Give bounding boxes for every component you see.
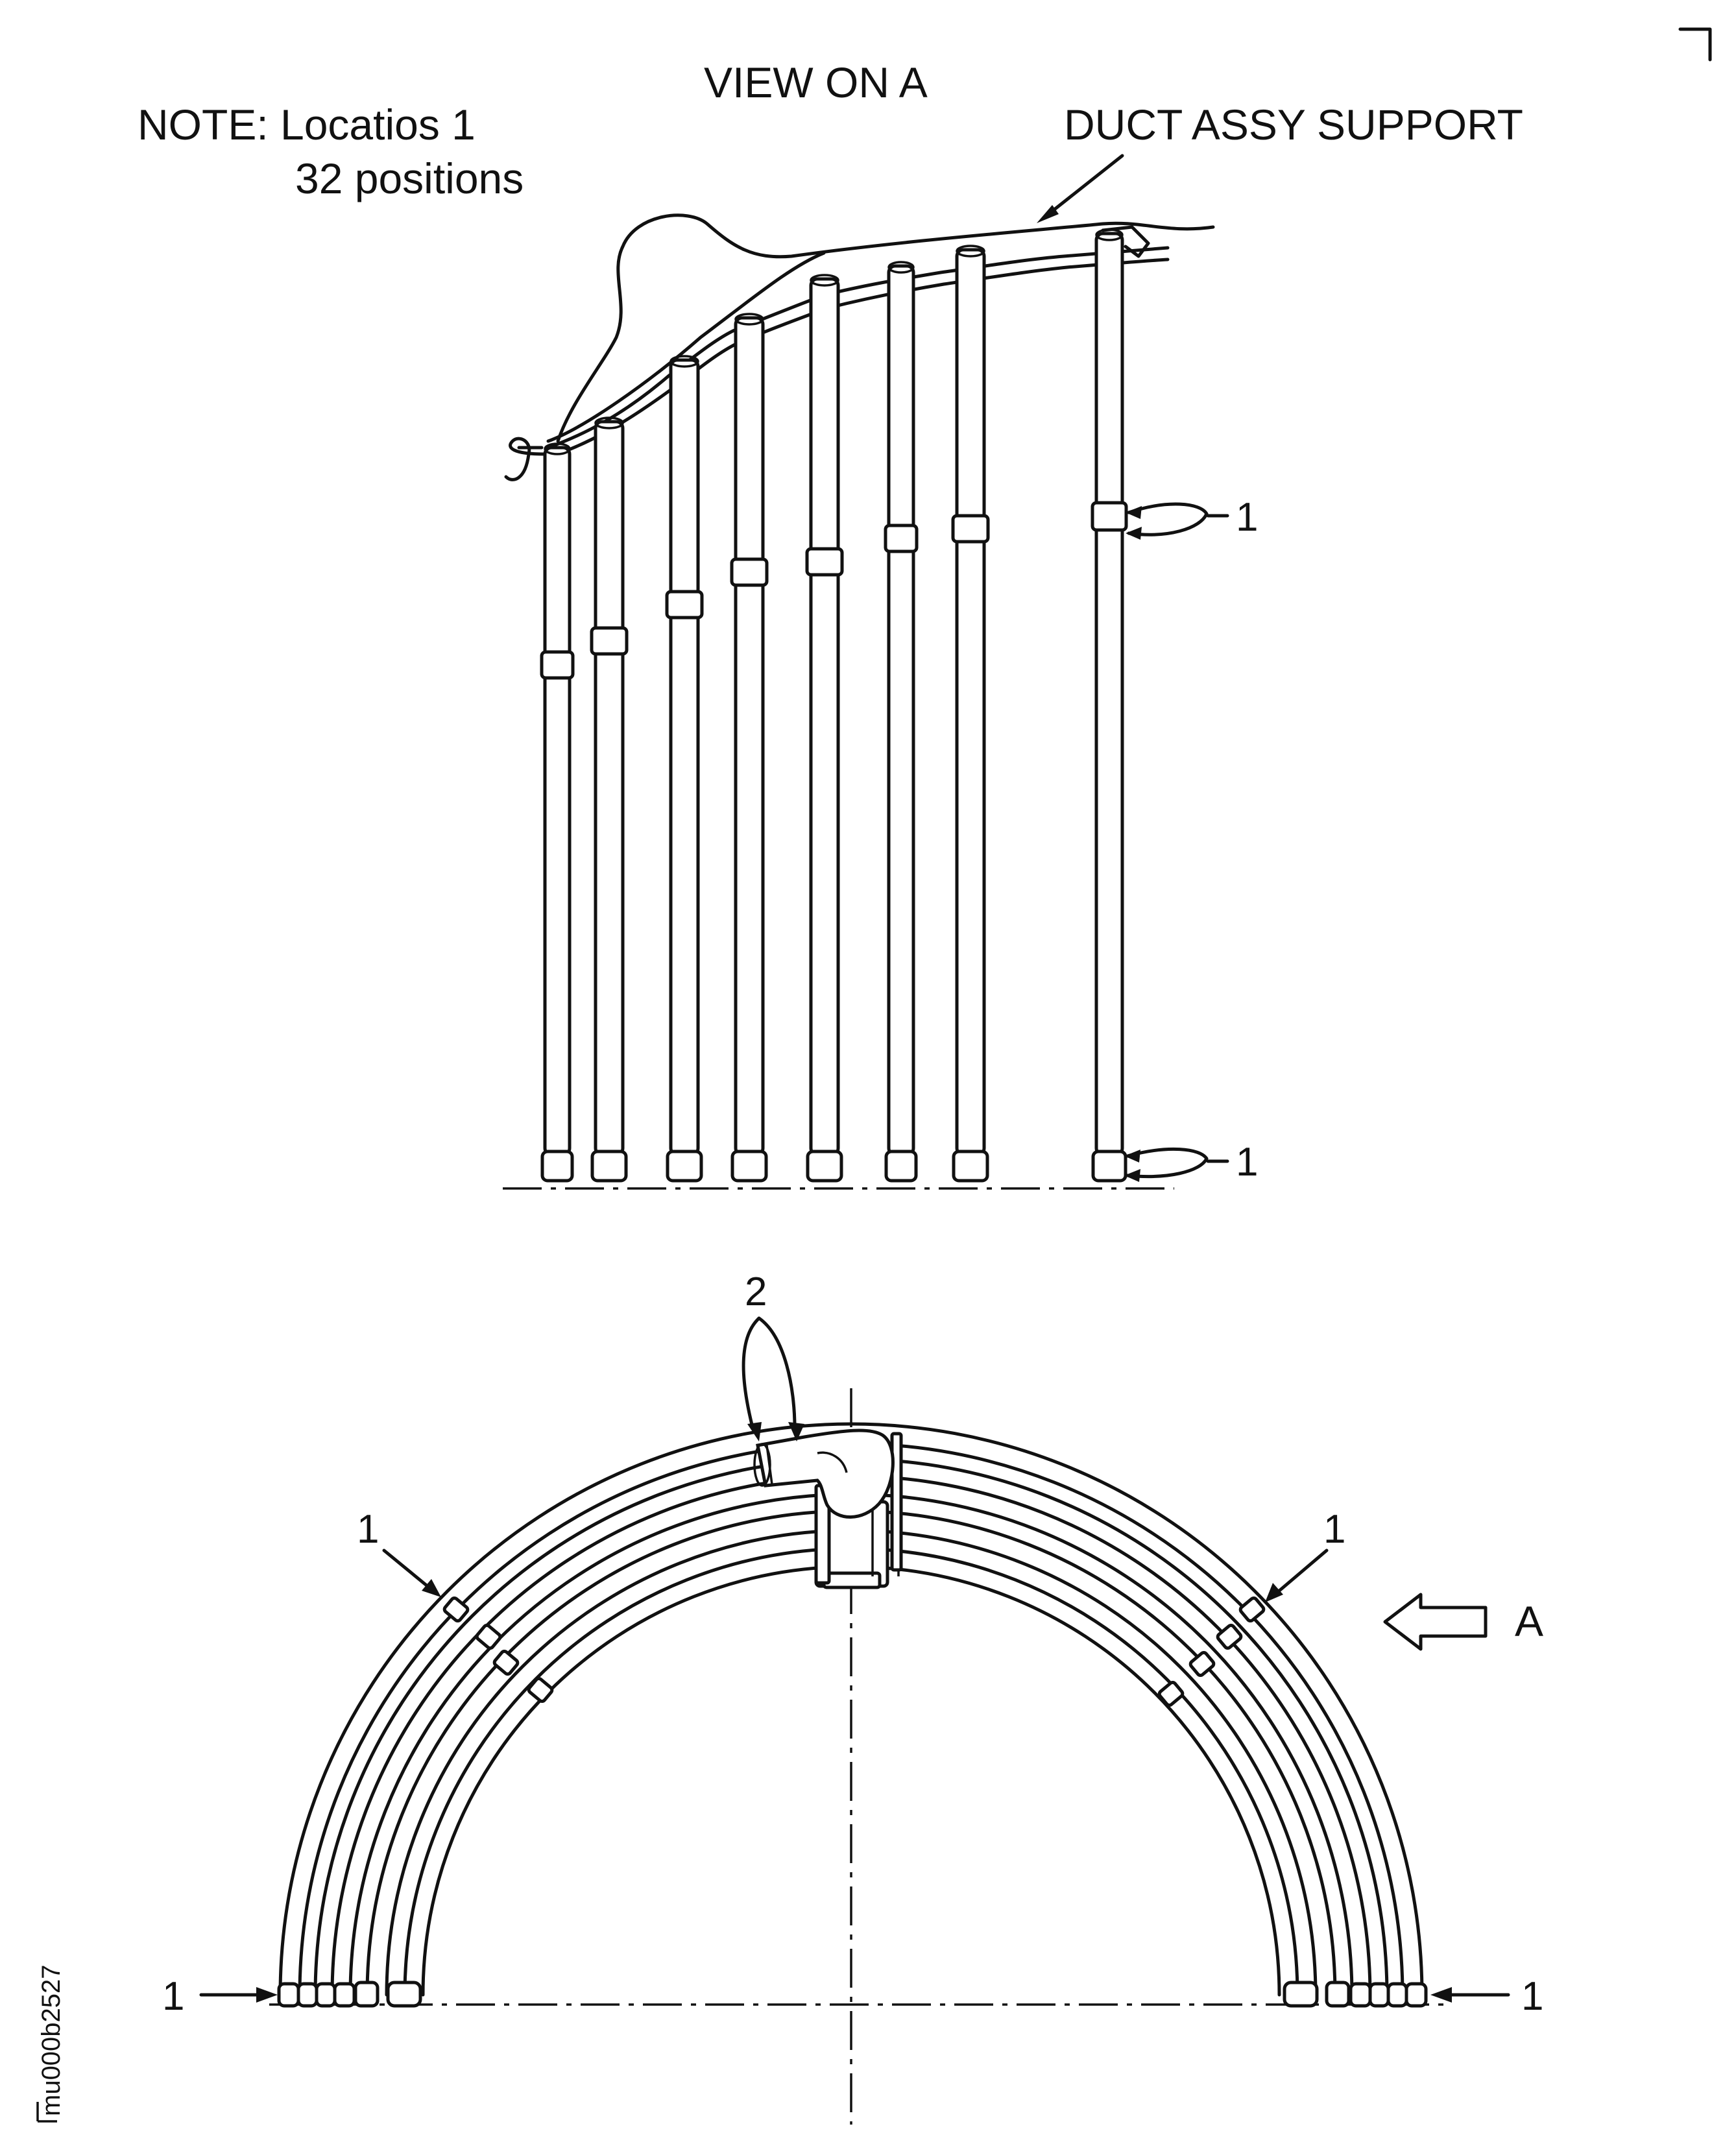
arc-right-end-caps xyxy=(1283,1981,1428,2008)
callout-upper-band: 1 xyxy=(1126,495,1258,540)
callout-label: 1 xyxy=(1236,1140,1258,1185)
elbow-fitting xyxy=(753,1428,895,1519)
drawing-code: mu000b2527 xyxy=(36,1964,66,2123)
duct-assy-support-label: DUCT ASSY SUPPORT xyxy=(1064,101,1523,149)
tube-2 xyxy=(590,416,629,1183)
note-line-2: 32 positions xyxy=(295,154,524,202)
duct-support-bracket xyxy=(556,213,1215,443)
view-arrow-letter: A xyxy=(1515,1597,1543,1645)
callout-label: 1 xyxy=(162,1974,184,2019)
leader-arrow-icon xyxy=(1037,205,1059,223)
callout-label: 1 xyxy=(1521,1974,1543,2019)
arc-right-clamps xyxy=(1157,1596,1266,1707)
callout-arc-left-end: 1 xyxy=(162,1974,278,2019)
tube-1 xyxy=(540,442,575,1183)
duct-support-leader xyxy=(1037,154,1124,223)
tube-7 xyxy=(951,245,990,1183)
tube-8 xyxy=(1091,228,1128,1183)
view-title: VIEW ON A xyxy=(704,58,928,106)
callout-label: 1 xyxy=(357,1507,379,1552)
callout-label: 1 xyxy=(1236,495,1258,540)
tube-4 xyxy=(730,313,769,1183)
callout-arc-right-band: 1 xyxy=(1265,1507,1345,1602)
arc-duct-view: 2 1 1 1 1 xyxy=(162,1270,1543,2125)
callout-arc-right-end: 1 xyxy=(1430,1974,1543,2019)
callout-elbow: 2 xyxy=(741,1270,804,1441)
tube-3 xyxy=(665,355,704,1183)
view-direction-arrow-icon: A xyxy=(1383,1593,1543,1651)
callout-label: 2 xyxy=(745,1270,767,1314)
callout-arc-left-band: 1 xyxy=(357,1507,441,1597)
view-on-a: 1 1 xyxy=(503,213,1258,1190)
arc-left-clamps xyxy=(442,1596,554,1704)
callout-upper-bottom: 1 xyxy=(1124,1140,1258,1185)
note-line-1: NOTE: Locatios 1 xyxy=(138,101,476,149)
manifold-line-top xyxy=(546,246,1170,450)
corner-mark xyxy=(1678,27,1712,62)
tube-6 xyxy=(884,261,919,1183)
callout-label: 1 xyxy=(1323,1507,1345,1552)
svg-text:mu000b2527: mu000b2527 xyxy=(37,1964,66,2116)
tube-5 xyxy=(805,274,844,1183)
arc-left-end-caps xyxy=(277,1981,422,2008)
